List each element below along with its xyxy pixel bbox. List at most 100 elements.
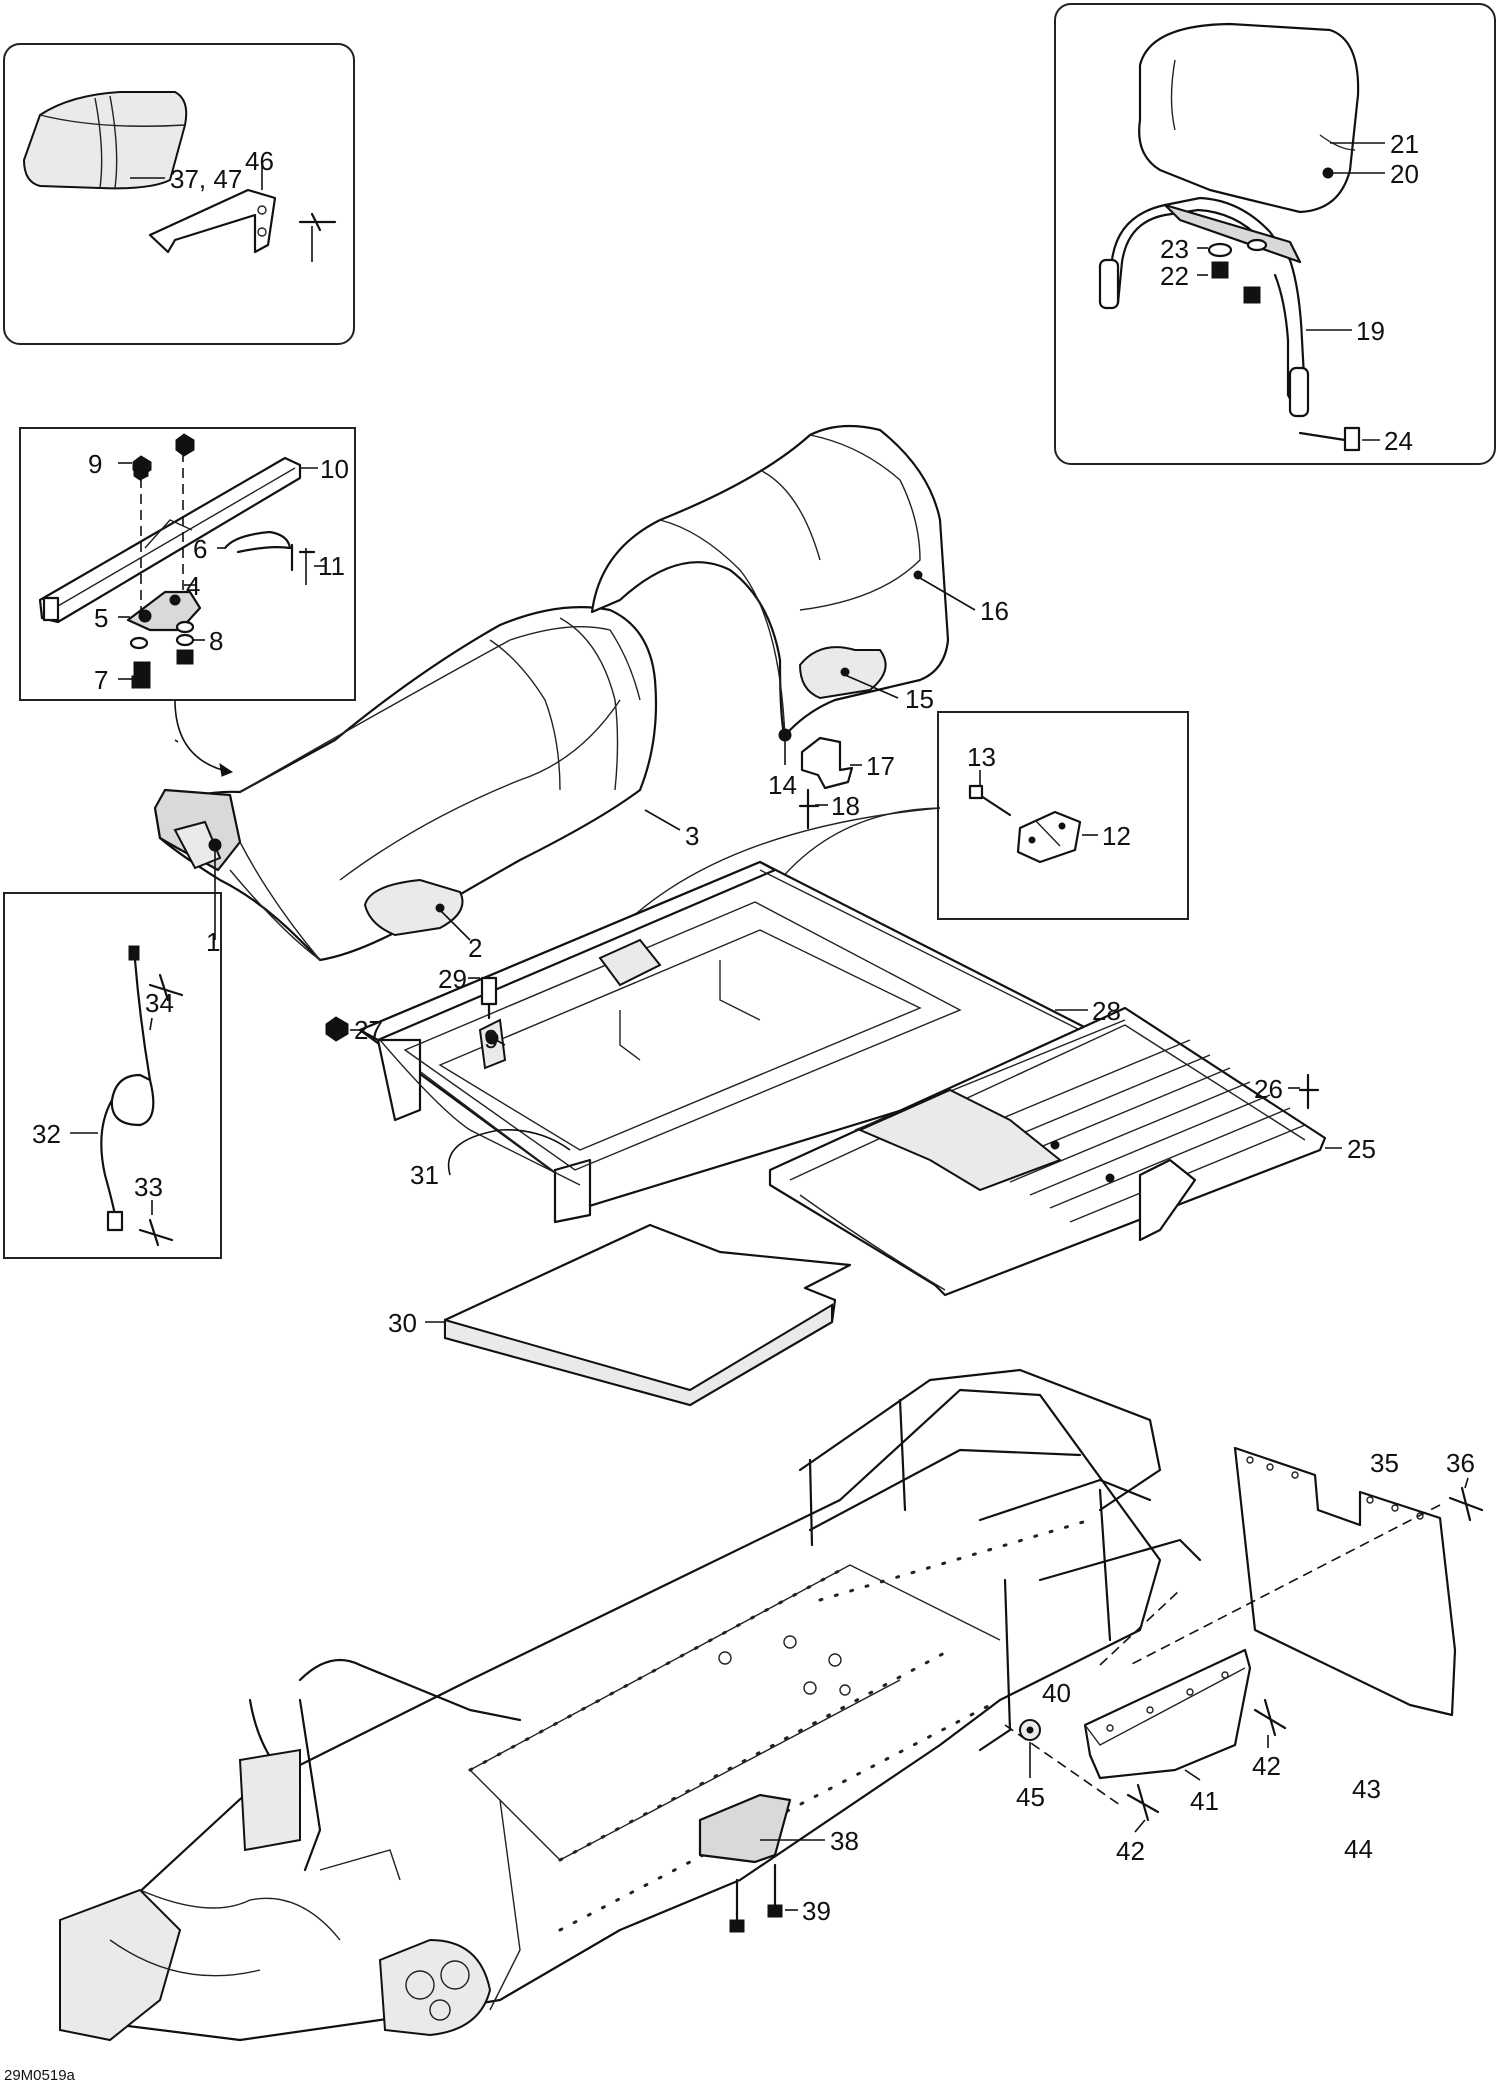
leader-41 bbox=[1184, 1769, 1201, 1781]
foam-pad-part-30 bbox=[443, 1223, 852, 1407]
seat-cushion-part bbox=[22, 91, 188, 190]
callout-18: 18 bbox=[831, 791, 860, 821]
callout-5: 5 bbox=[94, 603, 108, 633]
callout-42-lower: 42 bbox=[1116, 1836, 1145, 1866]
callout-6: 6 bbox=[193, 534, 207, 564]
detail-box-latch bbox=[19, 427, 356, 701]
bracket-part-17 bbox=[800, 736, 854, 790]
latch-pin-part-11 bbox=[298, 548, 316, 585]
callout-8: 8 bbox=[209, 626, 223, 656]
callout-10: 10 bbox=[320, 454, 349, 484]
latch-rail-part-10 bbox=[38, 456, 302, 624]
protector-part-38 bbox=[698, 1793, 792, 1864]
washer-part-45 bbox=[1019, 1719, 1041, 1741]
rivet-part bbox=[298, 212, 337, 262]
detail-box-backrest bbox=[1054, 3, 1496, 465]
callout-35: 35 bbox=[1370, 1448, 1399, 1478]
callout-46: 46 bbox=[245, 146, 274, 176]
detail-box-cushion-bracket bbox=[3, 43, 355, 345]
callout-41: 41 bbox=[1190, 1786, 1219, 1816]
callout-9-latch: 9 bbox=[88, 449, 102, 479]
callout-43: 43 bbox=[1352, 1774, 1381, 1804]
rivets-parts-33-34 bbox=[138, 973, 184, 1247]
leader-31 bbox=[447, 1129, 571, 1176]
detail-box-tether bbox=[3, 892, 222, 1259]
callout-21: 21 bbox=[1390, 129, 1419, 159]
flap-mount-line-3 bbox=[1004, 1724, 1121, 1806]
callout-2: 2 bbox=[468, 933, 482, 963]
callout-33: 33 bbox=[134, 1172, 163, 1202]
arrow-head bbox=[219, 762, 234, 777]
leader-3 bbox=[644, 809, 681, 831]
callout-27: 27 bbox=[354, 1015, 383, 1045]
callout-14: 14 bbox=[768, 770, 797, 800]
rivets-part-42 bbox=[1126, 1698, 1287, 1833]
callout-32: 32 bbox=[32, 1119, 61, 1149]
callout-20: 20 bbox=[1390, 159, 1419, 189]
front-seat-part-3 bbox=[153, 606, 658, 962]
flap-mount-line-2 bbox=[1099, 1589, 1181, 1666]
callout-19: 19 bbox=[1356, 316, 1385, 346]
callout-31: 31 bbox=[410, 1160, 439, 1190]
latch-to-seat-arrow bbox=[174, 699, 231, 773]
callout-24: 24 bbox=[1384, 426, 1413, 456]
latch-nuts-part-9 bbox=[132, 433, 195, 620]
leader-16 bbox=[919, 577, 976, 611]
callout-42-upper: 42 bbox=[1252, 1751, 1281, 1781]
callout-13: 13 bbox=[967, 742, 996, 772]
rivet-part-36 bbox=[1448, 1477, 1484, 1522]
leader-2 bbox=[439, 909, 471, 941]
callout-38: 38 bbox=[830, 1826, 859, 1856]
callout-29: 29 bbox=[438, 964, 467, 994]
callout-labels: 1 2 3 4 5 6 7 8 9 10 11 12 13 14 15 16 1… bbox=[4, 129, 1475, 2084]
backrest-frame-part bbox=[1098, 196, 1310, 418]
latch-body-part-4-5 bbox=[126, 590, 202, 632]
callout-28: 28 bbox=[1092, 996, 1121, 1026]
callout-7: 7 bbox=[94, 665, 108, 695]
nut-part-9-frame bbox=[485, 1031, 499, 1045]
callout-16: 16 bbox=[980, 596, 1009, 626]
callout-30: 30 bbox=[388, 1308, 417, 1338]
backrest-pad-part bbox=[1138, 22, 1360, 214]
chassis-tunnel-part bbox=[59, 1368, 1202, 2042]
hinge-part-12 bbox=[1016, 810, 1082, 864]
callout-22: 22 bbox=[1160, 261, 1189, 291]
rivet-part-18 bbox=[798, 788, 820, 830]
callout-39: 39 bbox=[802, 1896, 831, 1926]
callout-25: 25 bbox=[1347, 1134, 1376, 1164]
leader-15 bbox=[844, 674, 899, 699]
rivet-part-26 bbox=[1298, 1073, 1320, 1110]
callout-17: 17 bbox=[866, 751, 895, 781]
callout-3: 3 bbox=[685, 821, 699, 851]
tether-cord-part-32 bbox=[100, 945, 155, 1232]
seat-base-frame-part-28 bbox=[358, 860, 1107, 1224]
callout-11: 11 bbox=[318, 551, 345, 581]
bolt-part-29 bbox=[480, 976, 498, 1020]
screw-part-24 bbox=[1298, 426, 1361, 452]
drawing-reference-code: 29M0519a bbox=[4, 2067, 76, 2084]
bracket-part-46 bbox=[148, 188, 277, 254]
callout-40: 40 bbox=[1042, 1678, 1071, 1708]
callout-26: 26 bbox=[1254, 1074, 1283, 1104]
screws-part-39 bbox=[729, 1863, 783, 1933]
callout-37-47: 37, 47 bbox=[170, 164, 242, 194]
latch-cable-part-6 bbox=[223, 530, 294, 572]
rear-seat-part-16 bbox=[590, 424, 950, 742]
callout-15: 15 bbox=[905, 684, 934, 714]
callout-12: 12 bbox=[1102, 821, 1131, 851]
nut-part-27 bbox=[325, 1016, 349, 1042]
callout-9-frame: 9 bbox=[484, 1024, 498, 1054]
screw-part-13 bbox=[968, 770, 1012, 817]
callout-1: 1 bbox=[206, 927, 220, 957]
cargo-rack-part-25 bbox=[768, 1006, 1327, 1297]
callout-44: 44 bbox=[1344, 1834, 1373, 1864]
callout-45: 45 bbox=[1016, 1782, 1045, 1812]
callout-36: 36 bbox=[1446, 1448, 1475, 1478]
detail-box-hinge bbox=[937, 711, 1189, 920]
leader-9b bbox=[495, 1039, 506, 1046]
flap-mount-line bbox=[1129, 1504, 1441, 1666]
mud-flap-part-35 bbox=[1233, 1446, 1457, 1717]
washers-nuts-parts-7-8 bbox=[129, 620, 195, 689]
callout-34: 34 bbox=[145, 988, 174, 1018]
